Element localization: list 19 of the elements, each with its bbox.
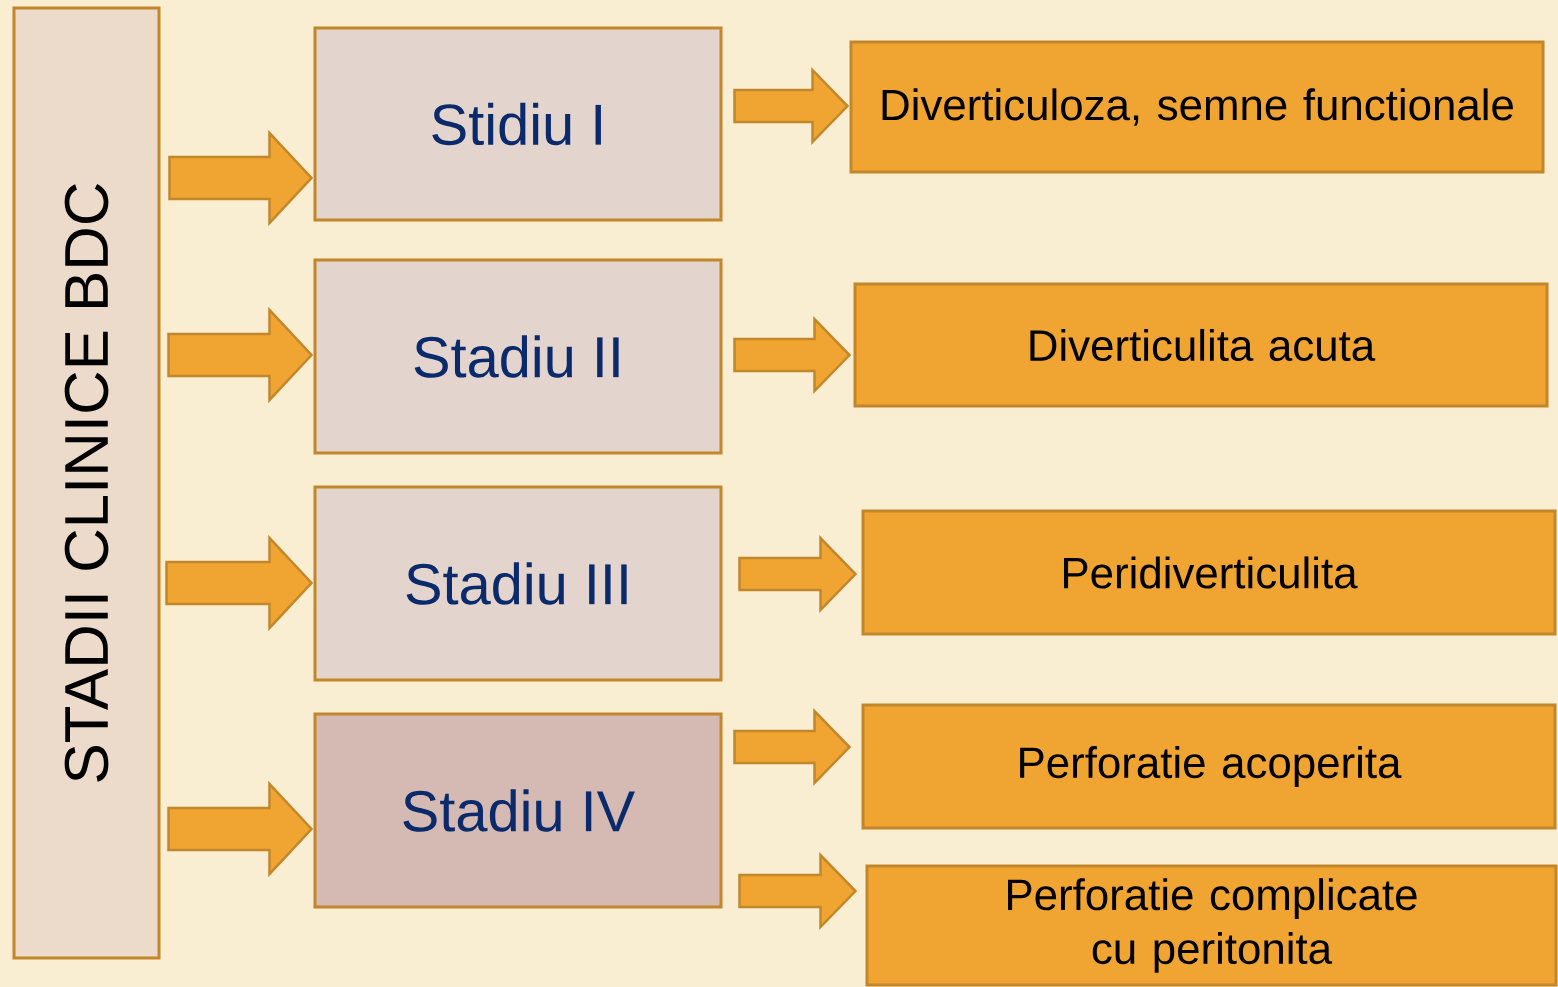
block-arrow	[738, 534, 858, 614]
stage-box: Stidiu I	[313, 26, 723, 222]
block-arrow	[165, 534, 314, 632]
result-box: Peridiverticulita	[861, 509, 1557, 636]
block-arrow	[167, 306, 314, 404]
block-arrow	[733, 66, 850, 146]
result-box: Diverticuloza, semne functionale	[849, 40, 1545, 174]
title-bar: STADII CLINICE BDC	[12, 6, 161, 960]
stage-box: Stadiu III	[313, 485, 723, 682]
block-arrow	[168, 129, 314, 227]
result-box: Diverticulita acuta	[853, 282, 1549, 408]
block-arrow	[733, 707, 852, 787]
stage-box: Stadiu IV	[313, 712, 723, 909]
stage-box: Stadiu II	[313, 258, 723, 455]
block-arrow	[167, 780, 314, 878]
result-box: Perforatie complicate cu peritonita	[865, 864, 1558, 987]
block-arrow	[738, 851, 858, 931]
result-box: Perforatie acoperita	[861, 703, 1557, 830]
block-arrow	[733, 315, 852, 395]
